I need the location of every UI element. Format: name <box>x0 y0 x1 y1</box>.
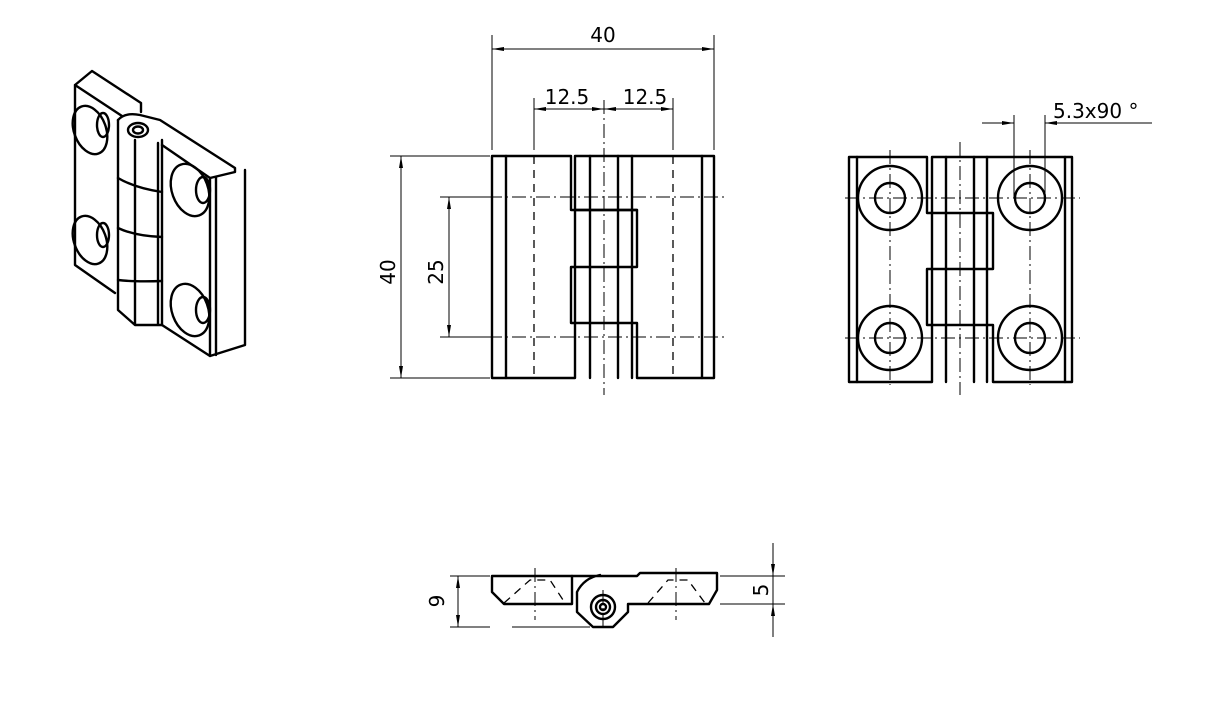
dim-total-thickness: 9 <box>425 595 449 608</box>
dim-overall-width: 40 <box>590 23 615 47</box>
dim-hole-spacing: 25 <box>424 259 448 284</box>
dim-hole-offset-left: 12.5 <box>545 85 590 109</box>
isometric-view <box>71 69 247 358</box>
front-view: 40 12.5 12.5 40 25 <box>376 23 725 395</box>
side-view: 5.3x90 ° <box>845 99 1152 395</box>
dim-overall-height: 40 <box>376 259 400 284</box>
dim-leaf-thickness: 5 <box>749 584 773 597</box>
dim-hole-offset-right: 12.5 <box>623 85 668 109</box>
bottom-view: 9 5 <box>425 543 785 637</box>
countersink-callout: 5.3x90 ° <box>1053 99 1138 123</box>
